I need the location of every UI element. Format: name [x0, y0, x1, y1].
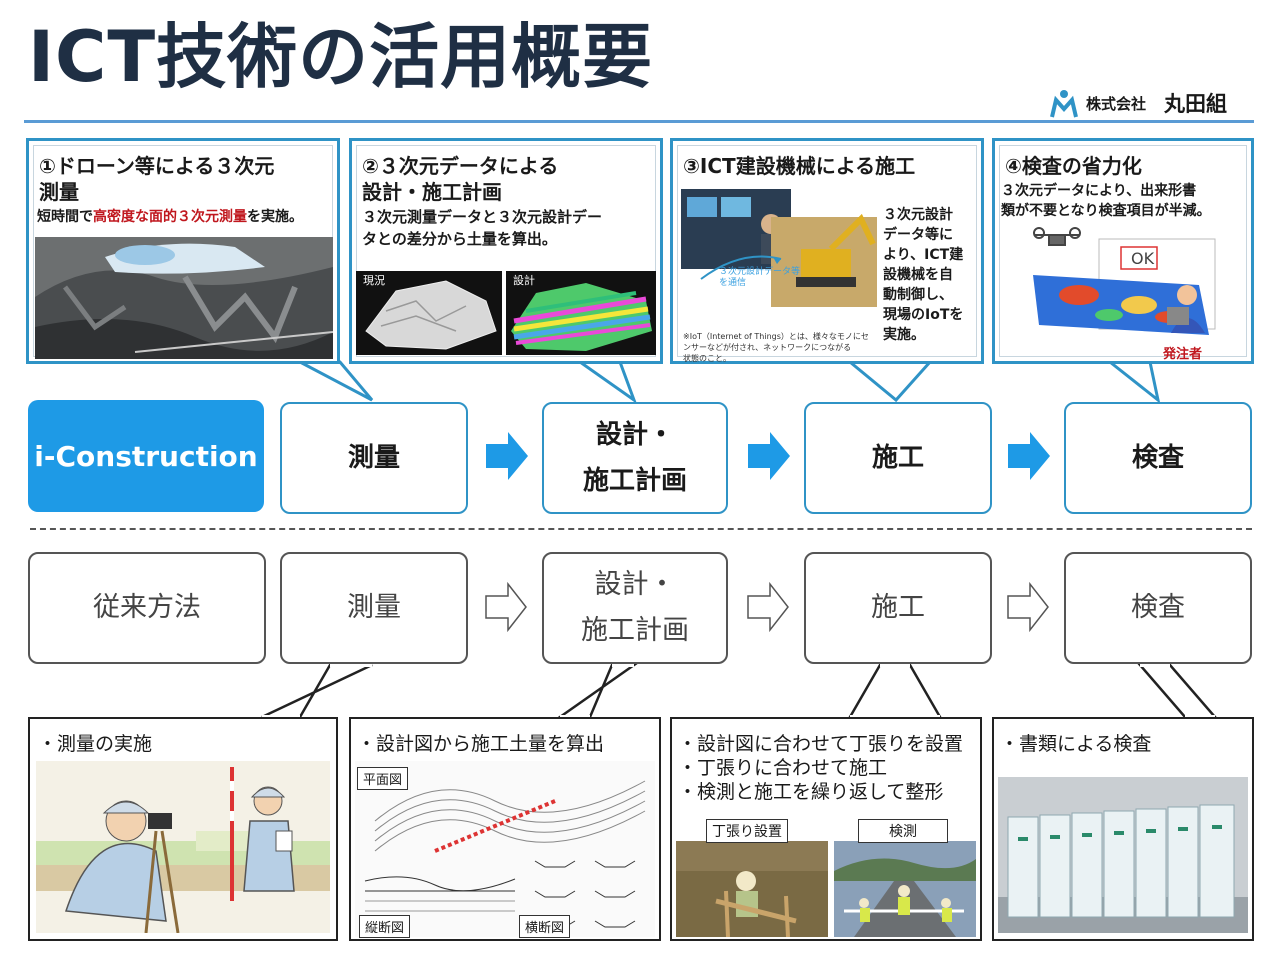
design-terrain-label: 設計: [513, 274, 535, 287]
page-title: ICT技術の活用概要: [28, 16, 654, 98]
step-description: 短時間で高密度な面的３次元測量を実施。: [37, 209, 303, 225]
trad-flow-construction: 施工: [804, 552, 992, 664]
batter-board-tag: 丁張り設置: [706, 819, 788, 843]
inner-frame: [356, 145, 656, 357]
ict-machine-photo: [681, 189, 877, 307]
company-prefix: 株式会社: [1086, 94, 1147, 113]
drawings-image: [355, 761, 655, 937]
step-description-line2: タとの差分から土量を算出。: [362, 230, 557, 248]
ict-flow-survey: 測量: [280, 402, 468, 514]
step-title: ④検査の省力化: [1005, 154, 1142, 178]
ict-step-inspection: ④検査の省力化 ３次元データにより、出来形書 類が不要となり検査項目が半減。 O…: [992, 138, 1254, 364]
trad-detail-design: ・設計図から施工土量を算出 平面図 縦断図 横断図: [349, 717, 661, 941]
trad-detail-inspection: ・書類による検査: [992, 717, 1254, 941]
surveyor-illustration: [36, 761, 330, 933]
current-terrain-label: 現況: [363, 274, 385, 287]
detail-line: ・設計図に合わせて丁張りを設置: [678, 733, 964, 755]
step-title-line2: 測量: [39, 180, 79, 204]
longitudinal-view-tag: 縦断図: [359, 915, 411, 938]
traditional-method-label: 従来方法: [28, 552, 266, 664]
section-divider: [30, 528, 1252, 530]
drone-survey-photo: [35, 237, 333, 359]
step-description-line1: ３次元データにより、出来形書: [1001, 183, 1197, 199]
trad-detail-survey: ・測量の実施: [28, 717, 338, 941]
documents-photo: [998, 777, 1248, 933]
step-description-line2: 類が不要となり検査項目が半減。: [1001, 203, 1211, 219]
trad-flow-design: 設計・ 施工計画: [542, 552, 728, 664]
company-logo: 株式会社 丸田組: [1050, 88, 1227, 118]
step-title-line1: ②３次元データによる: [362, 154, 559, 178]
step-title-line1: ①ドローン等による３次元: [39, 154, 275, 178]
step-title-line2: 設計・施工計画: [362, 180, 502, 204]
ict-flow-construction: 施工: [804, 402, 992, 514]
iot-footnote: ※IoT（Internet of Things）とは、様々なモノにセ ンサーなど…: [683, 332, 869, 363]
detail-line: ・書類による検査: [1000, 733, 1152, 755]
i-construction-label: i-Construction: [28, 400, 264, 512]
inner-frame: [999, 145, 1247, 357]
inner-frame: [677, 145, 977, 357]
client-label: 発注者: [1163, 347, 1203, 362]
inspection-measure-tag: 検測: [858, 819, 948, 843]
company-logo-icon: [1050, 89, 1078, 118]
cross-section-tag: 横断図: [519, 915, 571, 938]
detail-line: ・設計図から施工土量を算出: [357, 733, 605, 755]
ict-step-3d-design: ②３次元データによる 設計・施工計画 ３次元測量データと３次元設計デー タとの差…: [349, 138, 663, 364]
ict-step-ict-machine: ③ICT建設機械による施工 ３次元設計データ等 を通信 ３次元設計 データ等に …: [670, 138, 984, 364]
design-terrain-image: [506, 271, 656, 355]
plan-view-tag: 平面図: [357, 767, 409, 790]
detail-line: ・検測と施工を繰り返して整形: [678, 781, 944, 803]
ok-label: OK: [1131, 249, 1155, 268]
step-title: ③ICT建設機械による施工: [683, 154, 916, 178]
ict-step-drone-survey: ①ドローン等による３次元 測量 短時間で高密度な面的３次元測量を実施。: [26, 138, 340, 364]
trad-flow-survey: 測量: [280, 552, 468, 664]
batter-board-photo: [676, 841, 828, 937]
title-divider: [24, 120, 1254, 123]
trad-detail-construction: ・設計図に合わせて丁張りを設置 ・丁張りに合わせて施工 ・検測と施工を繰り返して…: [670, 717, 982, 941]
step-description: ３次元設計 データ等に より、ICT建 設機械を自 動制御し、 現場のIoTを …: [883, 207, 964, 343]
detail-line: ・丁張りに合わせて施工: [678, 757, 888, 779]
overlay-caption: ３次元設計データ等 を通信: [719, 267, 801, 288]
step-description-line1: ３次元測量データと３次元設計デー: [362, 208, 603, 226]
company-name: 丸田組: [1164, 92, 1228, 116]
trad-flow-inspection: 検査: [1064, 552, 1252, 664]
measurement-photo: [834, 841, 976, 937]
detail-line: ・測量の実施: [38, 733, 153, 755]
ict-flow-inspection: 検査: [1064, 402, 1252, 514]
ict-flow-design: 設計・ 施工計画: [542, 402, 728, 514]
inspection-illustration: [1033, 227, 1216, 335]
current-terrain-image: [356, 271, 502, 355]
